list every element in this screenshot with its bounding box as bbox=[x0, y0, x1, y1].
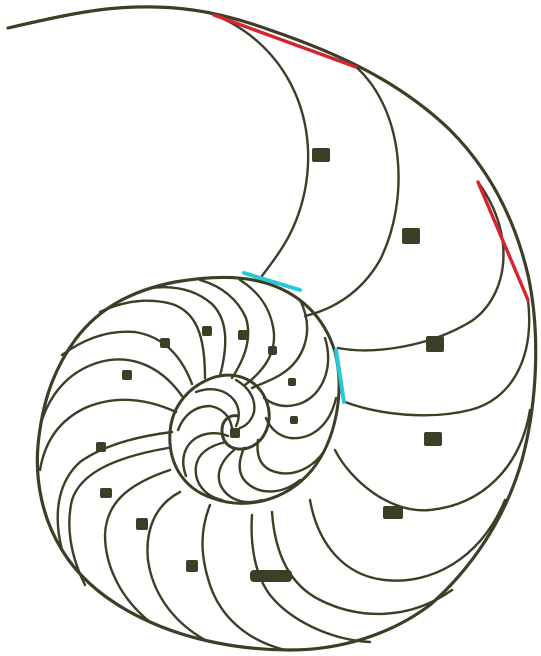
cyan-highlight-upper bbox=[244, 273, 300, 290]
outer-septa bbox=[40, 14, 530, 650]
red-highlight-right bbox=[478, 182, 528, 300]
red-highlight-upper bbox=[214, 15, 356, 67]
